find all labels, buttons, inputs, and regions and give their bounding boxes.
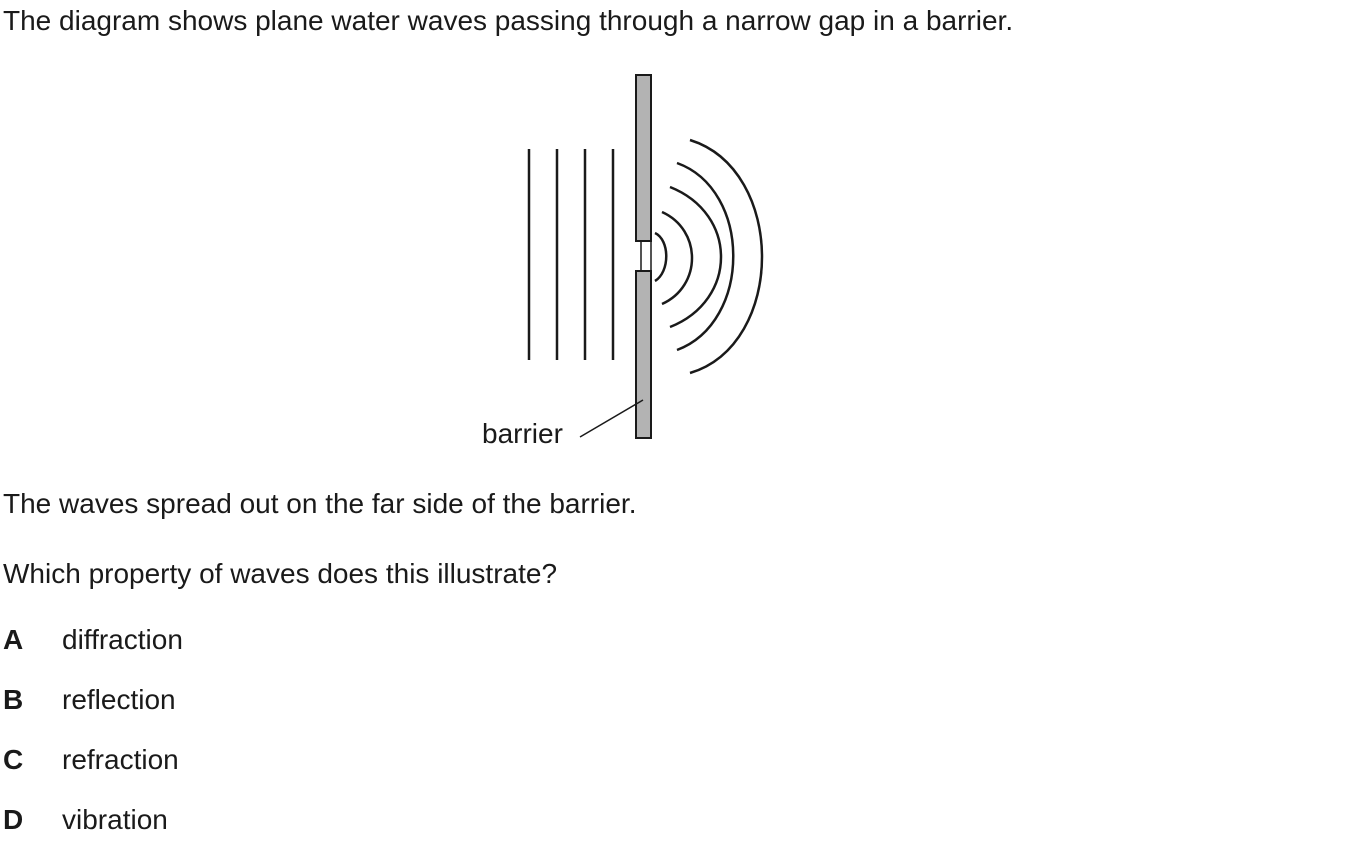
option-text: reflection bbox=[62, 684, 176, 715]
diffracted-wavefront bbox=[689, 138, 764, 375]
diffracted-wavefront bbox=[661, 210, 694, 306]
option-letter: A bbox=[3, 624, 24, 655]
intro-text: The diagram shows plane water waves pass… bbox=[3, 5, 1014, 36]
option-text: refraction bbox=[62, 744, 179, 775]
diffracted-wavefront bbox=[654, 231, 668, 283]
option-letter: C bbox=[3, 744, 24, 775]
option-letter: D bbox=[3, 804, 24, 835]
barrier-upper bbox=[635, 74, 652, 242]
option-letter: B bbox=[3, 684, 24, 715]
barrier-lower bbox=[635, 270, 652, 439]
question-text: Which property of waves does this illust… bbox=[3, 558, 558, 589]
barrier bbox=[635, 74, 652, 439]
option-text: vibration bbox=[62, 804, 168, 835]
incident-wavefronts bbox=[527, 149, 615, 360]
diffracted-wavefronts bbox=[654, 138, 764, 375]
barrier-label: barrier bbox=[482, 418, 563, 449]
barrier-gap bbox=[640, 241, 652, 271]
diffracted-wavefront bbox=[669, 185, 723, 329]
spread-text: The waves spread out on the far side of … bbox=[3, 488, 637, 519]
option-text: diffraction bbox=[62, 624, 183, 655]
barrier-label-leader bbox=[579, 399, 644, 438]
diffracted-wavefront bbox=[676, 161, 735, 352]
